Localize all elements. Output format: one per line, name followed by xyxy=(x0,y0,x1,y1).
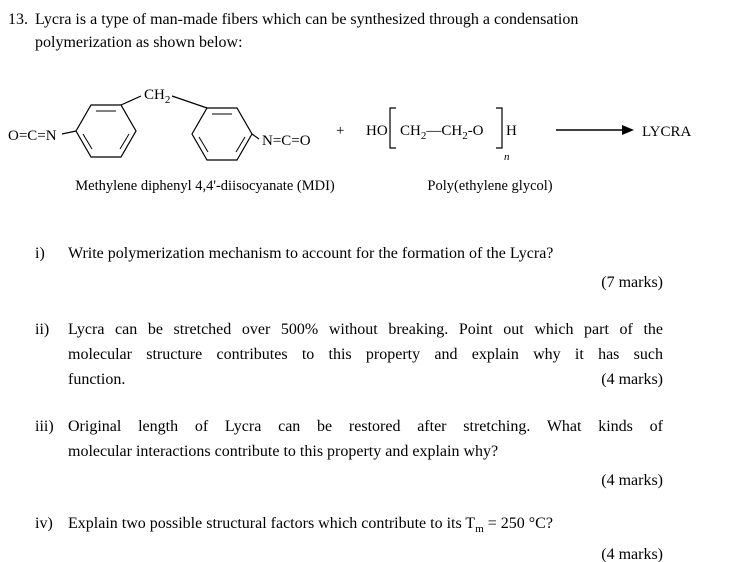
part-number: iii) xyxy=(35,418,54,435)
bond-right xyxy=(251,133,260,140)
question-part-iv: iv) Explain two possible structural fact… xyxy=(35,511,663,562)
ch2-bridge-label: CH2 xyxy=(144,87,170,106)
marks-label: (4 marks) xyxy=(601,546,663,562)
bond-ring1-ch2 xyxy=(120,95,142,106)
part-number: iv) xyxy=(35,515,53,532)
part-text-line: molecular structure contributes to this … xyxy=(68,346,663,363)
part-text-line: Write polymerization mechanism to accoun… xyxy=(68,245,554,262)
part-text-line: Original length of Lycra can be restored… xyxy=(68,418,663,435)
part-number: i) xyxy=(35,245,45,262)
question-part-iii: iii) Original length of Lycra can be res… xyxy=(35,414,663,493)
reaction-arrowhead xyxy=(622,125,634,135)
question-parts: i) Write polymerization mechanism to acc… xyxy=(35,241,663,562)
part-text-fragment: = 250 °C? xyxy=(483,515,553,532)
question-part-ii: ii) Lycra can be stretched over 500% wit… xyxy=(35,317,663,392)
marks-label: (4 marks) xyxy=(601,371,663,388)
part-text-line: molecular interactions contribute to thi… xyxy=(68,443,499,460)
part-text-line: Lycra can be stretched over 500% without… xyxy=(68,321,663,338)
ring1-double-bond xyxy=(119,133,130,150)
bond-ch2-ring2 xyxy=(171,95,208,109)
right-isocyanate-group: N=C=O xyxy=(262,133,311,149)
marks-label: (7 marks) xyxy=(601,274,663,291)
question-number: 13. xyxy=(8,11,28,28)
intro-text: Lycra is a type of man-made fibers which… xyxy=(35,8,578,54)
benzene-ring-1 xyxy=(75,104,137,158)
peg-left-bracket xyxy=(389,107,396,149)
peg-right-bracket xyxy=(496,107,503,149)
intro-line-2: polymerization as shown below: xyxy=(35,34,243,51)
ring2-double-bond xyxy=(235,136,246,153)
product-label: LYCRA xyxy=(642,124,692,140)
bond-left xyxy=(61,130,77,135)
part-text-line: function. (4 marks) xyxy=(68,367,663,392)
part-text-fragment: Explain two possible structural factors … xyxy=(68,515,476,532)
reaction-scheme: O=C=N CH2 N=C=O + HO CH2—CH2-O H n LYCRA xyxy=(8,87,692,194)
ring2-double-bond xyxy=(198,136,209,153)
tm-subscript: m xyxy=(475,523,484,536)
marks-label: (4 marks) xyxy=(601,472,663,489)
peg-ho-label: HO xyxy=(366,123,388,139)
question-intro: 13. Lycra is a type of man-made fibers w… xyxy=(0,0,737,54)
part-text-line: Explain two possible structural factors … xyxy=(68,511,663,542)
ring1-double-bond xyxy=(82,133,93,150)
left-isocyanate-group: O=C=N xyxy=(8,128,57,144)
benzene-ring-2 xyxy=(191,107,253,161)
peg-repeat-unit: CH2—CH2-O xyxy=(400,123,484,142)
mdi-name-label: Methylene diphenyl 4,4'-diisocyanate (MD… xyxy=(75,178,335,194)
peg-n-subscript: n xyxy=(504,151,510,163)
question-part-i: i) Write polymerization mechanism to acc… xyxy=(35,241,663,295)
peg-h-label: H xyxy=(506,123,517,139)
plus-sign: + xyxy=(336,123,344,139)
intro-line-1: Lycra is a type of man-made fibers which… xyxy=(35,11,579,28)
part-number: ii) xyxy=(35,321,50,338)
peg-name-label: Poly(ethylene glycol) xyxy=(427,178,552,194)
part-text-fragment: function. xyxy=(68,371,126,388)
